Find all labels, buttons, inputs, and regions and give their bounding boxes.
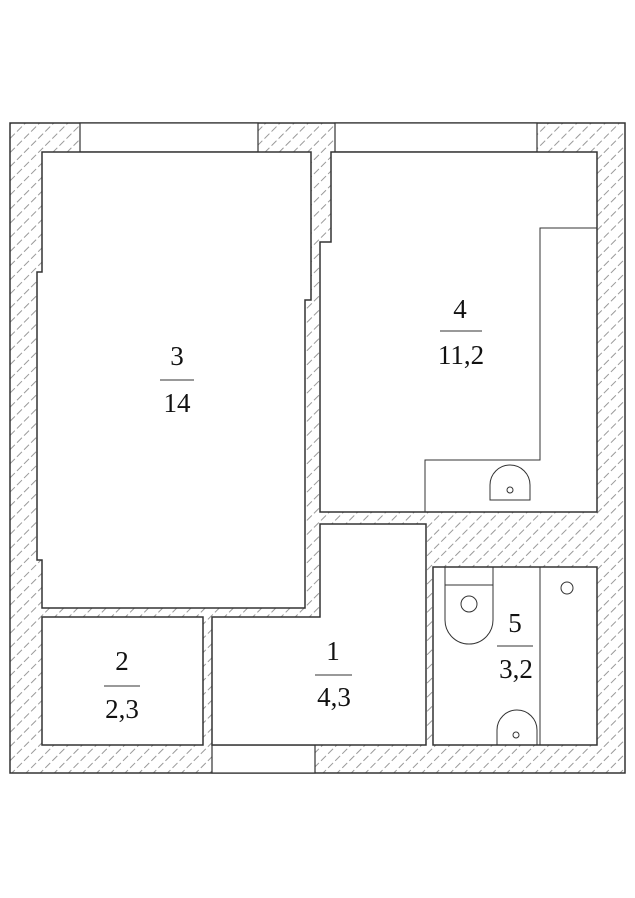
room-number: 2 (115, 646, 129, 676)
window-right (334, 122, 538, 153)
room-2-label: 2 2,3 (104, 646, 140, 724)
room-5-label: 5 3,2 (497, 608, 533, 684)
room-area: 11,2 (438, 340, 484, 370)
room-area: 4,3 (317, 682, 351, 712)
room-area: 2,3 (105, 694, 139, 724)
entrance-door (211, 744, 316, 774)
room-1-label: 1 4,3 (315, 636, 352, 712)
room-3-label: 3 14 (160, 341, 194, 418)
window-left (79, 122, 259, 153)
kitchen-sink-icon (489, 464, 531, 501)
shower-drain-icon (560, 581, 574, 595)
room-5 (432, 566, 598, 746)
room-area: 3,2 (499, 654, 533, 684)
room-2 (41, 616, 204, 746)
room-number: 5 (508, 608, 522, 638)
room-4 (319, 151, 598, 513)
room-number: 1 (326, 636, 340, 666)
bathroom-sink-icon (496, 709, 538, 745)
room-number: 4 (453, 294, 467, 324)
toilet-icon (444, 567, 494, 645)
room-area: 14 (164, 388, 192, 418)
kitchen-counter (424, 227, 597, 512)
room-1 (211, 523, 427, 746)
room-number: 3 (170, 341, 184, 371)
room-4-label: 4 11,2 (438, 294, 484, 370)
